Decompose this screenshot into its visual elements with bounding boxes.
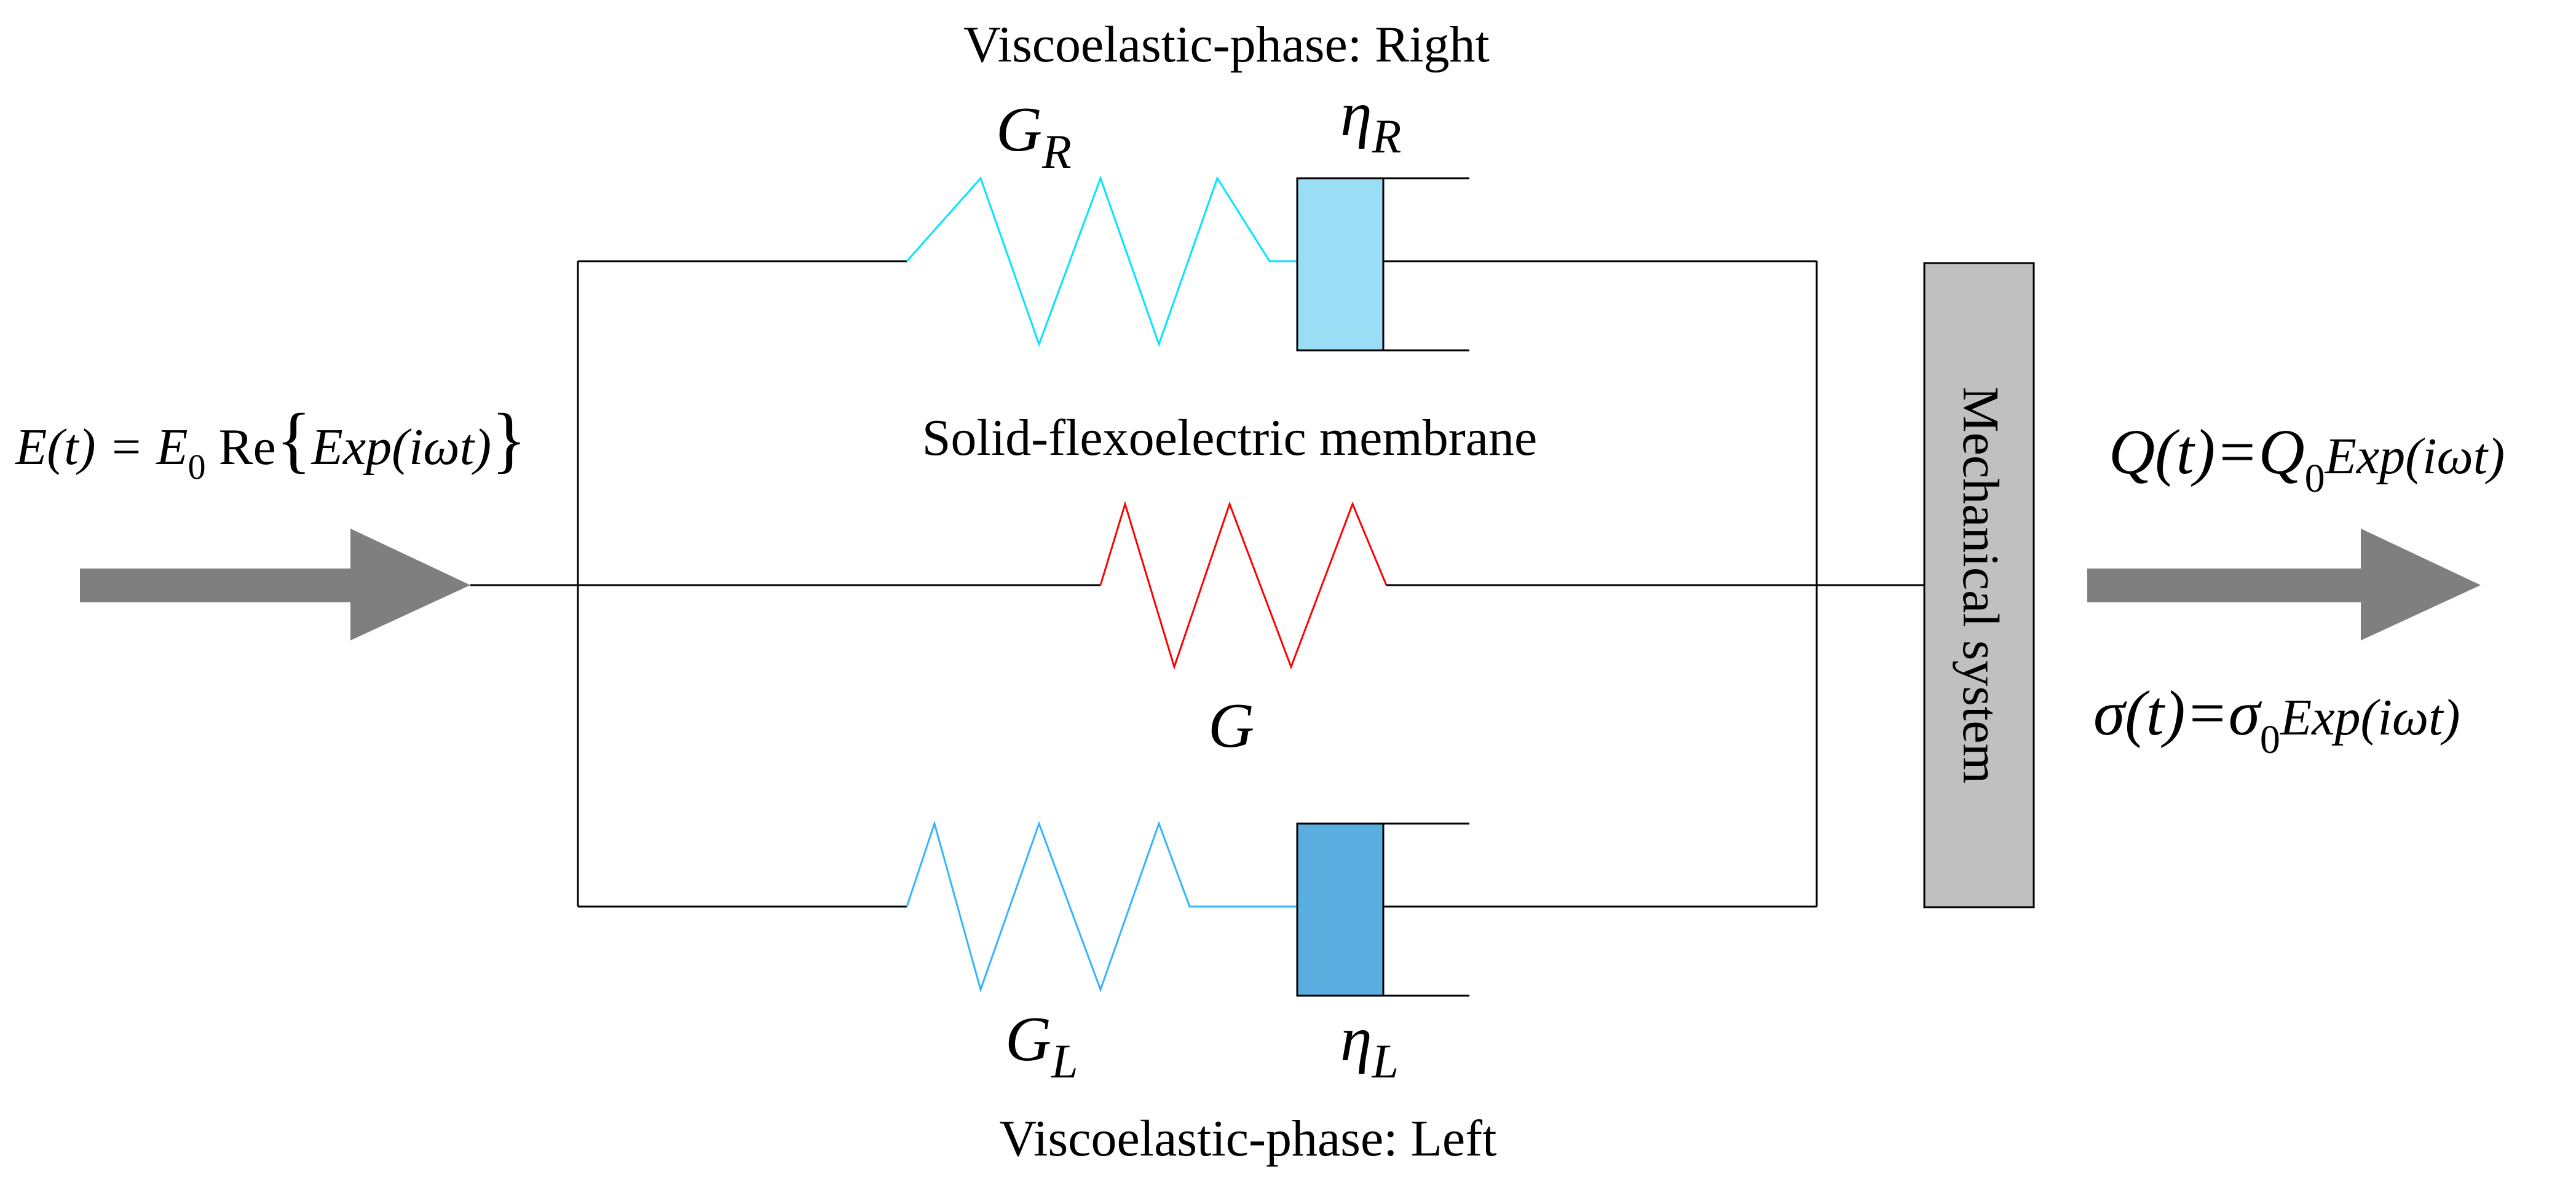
input-equation: E(t) = E0 Re{Exp(iωt)} <box>15 398 527 487</box>
eta-left-symbol: ηL <box>1340 1004 1399 1088</box>
eta-right-symbol: ηR <box>1340 79 1401 163</box>
output-arrow <box>2087 529 2481 640</box>
spring-right <box>906 175 1297 347</box>
dashpot-left <box>1296 822 1385 997</box>
spring-center <box>1099 500 1388 670</box>
mechanical-system-box <box>1923 262 2035 908</box>
top-phase-label: Viscoelastic-phase: Right <box>963 16 1490 73</box>
membrane-label: Solid-flexoelectric membrane <box>922 409 1538 467</box>
spring-left <box>906 820 1297 993</box>
g-right-symbol: GR <box>996 94 1072 178</box>
stress-equation: σ(t)=σ0Exp(iωt) <box>2093 678 2460 762</box>
bottom-phase-label: Viscoelastic-phase: Left <box>1000 1110 1497 1167</box>
charge-equation: Q(t)=Q0Exp(iωt) <box>2109 417 2505 501</box>
mechanical-system-label: Mechanical system <box>1952 387 2009 784</box>
g-center-symbol: G <box>1208 690 1254 761</box>
dashpot-right <box>1296 177 1385 352</box>
g-left-symbol: GL <box>1005 1004 1078 1088</box>
input-arrow <box>80 529 470 640</box>
